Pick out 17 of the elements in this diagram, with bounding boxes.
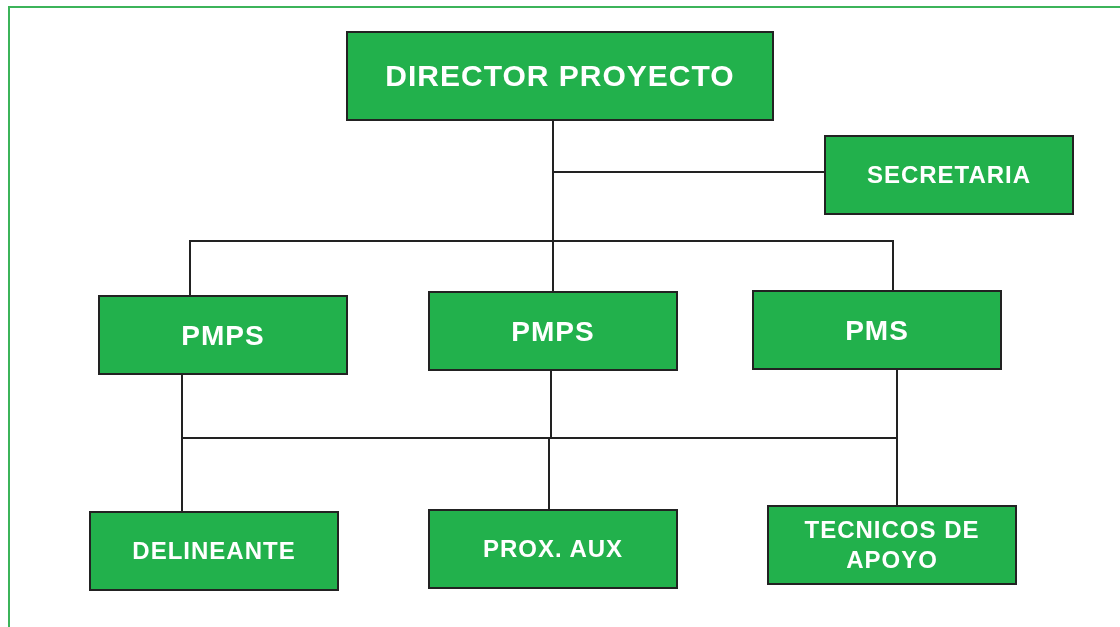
role-title: PMS <box>845 313 909 348</box>
role-box <box>346 31 774 121</box>
role-title: TECNICOS DE APOYO <box>803 515 981 575</box>
role-box <box>752 290 1002 370</box>
role-box <box>428 509 678 589</box>
role-box <box>98 295 348 375</box>
role-title: PMPS <box>181 318 265 353</box>
role-title: DELINEANTE <box>132 536 296 566</box>
connector-line <box>896 369 898 506</box>
role-title: DIRECTOR PROYECTO <box>385 58 735 95</box>
role-title: PROX. AUX <box>482 534 624 564</box>
role-box <box>767 505 1017 585</box>
role-box <box>89 511 339 591</box>
role-box <box>824 135 1074 215</box>
role-title: SECRETARIA <box>866 160 1032 190</box>
role-box <box>428 291 678 371</box>
role-title: PMPS <box>511 314 595 349</box>
